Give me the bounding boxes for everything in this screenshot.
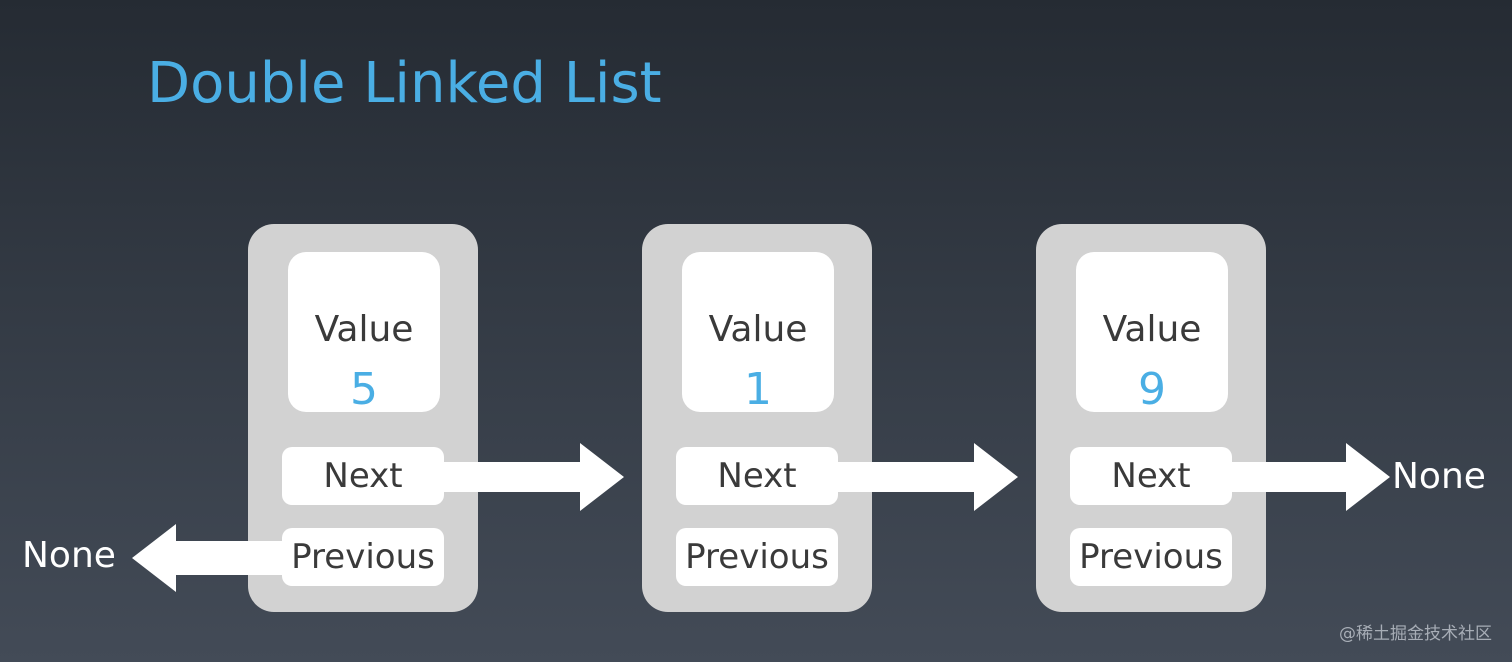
next-pointer: Next xyxy=(676,447,838,505)
next-pointer: Next xyxy=(282,447,444,505)
value-label: Value xyxy=(708,309,808,350)
previous-pointer: Previous xyxy=(282,528,444,586)
node-3: Value 9 Next Previous xyxy=(1036,224,1266,612)
value-number: 1 xyxy=(744,364,772,415)
node-1: Value 5 Next Previous xyxy=(248,224,478,612)
value-label: Value xyxy=(314,309,414,350)
page-title: Double Linked List xyxy=(147,51,662,116)
value-box: Value 1 xyxy=(682,252,834,415)
previous-arrow-1-to-none xyxy=(132,524,282,592)
value-box: Value 5 xyxy=(288,252,440,415)
previous-pointer: Previous xyxy=(1070,528,1232,586)
next-arrow-1-to-2 xyxy=(444,443,624,511)
value-box: Value 9 xyxy=(1076,252,1228,415)
next-none-label: None xyxy=(1392,456,1486,497)
node-2: Value 1 Next Previous xyxy=(642,224,872,612)
next-pointer: Next xyxy=(1070,447,1232,505)
previous-none-label: None xyxy=(22,535,116,576)
value-label: Value xyxy=(1102,309,1202,350)
watermark: @稀土掘金技术社区 xyxy=(1339,624,1492,644)
value-number: 9 xyxy=(1138,364,1166,415)
next-arrow-3-to-none xyxy=(1232,443,1390,511)
previous-pointer: Previous xyxy=(676,528,838,586)
value-number: 5 xyxy=(350,364,378,415)
next-arrow-2-to-3 xyxy=(838,443,1018,511)
